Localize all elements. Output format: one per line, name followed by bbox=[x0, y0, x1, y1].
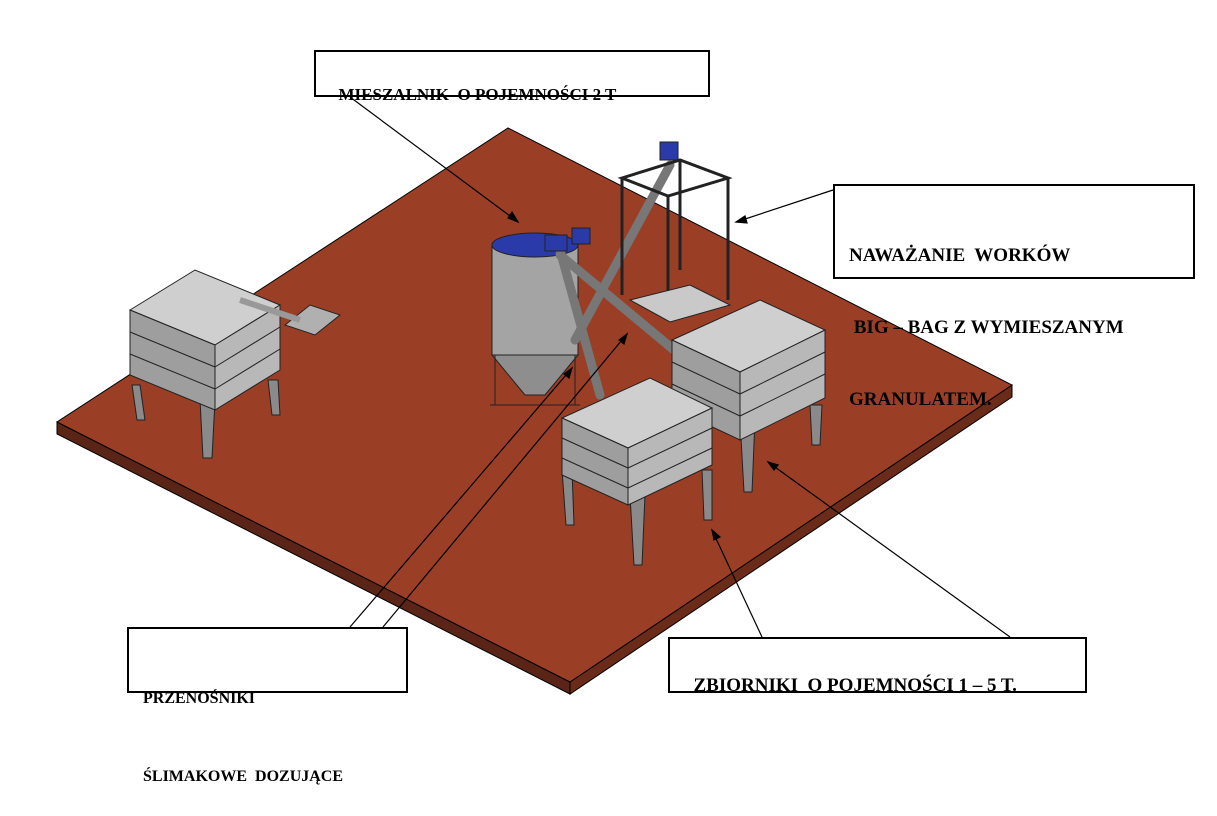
label-bagging-line2: BIG – BAG Z WYMIESZANYM bbox=[849, 317, 1124, 338]
label-bagging: NAWAŻANIE WORKÓW BIG – BAG Z WYMIESZANYM… bbox=[833, 184, 1195, 410]
bagging-frame bbox=[617, 158, 733, 323]
leader-lines bbox=[349, 96, 1011, 638]
label-mixer: MIESZALNIK O POJEMNOŚCI 2 T bbox=[314, 50, 710, 104]
label-bagging-line3: GRANULATEM. bbox=[849, 389, 992, 410]
tank-left bbox=[128, 269, 342, 459]
label-conveyors-line1: PRZENOŚNIKI bbox=[143, 690, 256, 707]
tank-front bbox=[560, 377, 714, 566]
label-conveyors: PRZENOŚNIKI ŚLIMAKOWE DOZUJĄCE bbox=[127, 627, 408, 785]
label-mixer-text: MIESZALNIK O POJEMNOŚCI 2 T bbox=[338, 85, 617, 104]
label-conveyors-line2: ŚLIMAKOWE DOZUJĄCE bbox=[143, 768, 344, 785]
label-tanks-text: ZBIORNIKI O POJEMNOŚCI 1 – 5 T. bbox=[693, 675, 1017, 696]
installation-diagram bbox=[56, 96, 1013, 695]
label-tanks: ZBIORNIKI O POJEMNOŚCI 1 – 5 T. bbox=[668, 637, 1087, 696]
label-bagging-line1: NAWAŻANIE WORKÓW bbox=[849, 245, 1071, 266]
